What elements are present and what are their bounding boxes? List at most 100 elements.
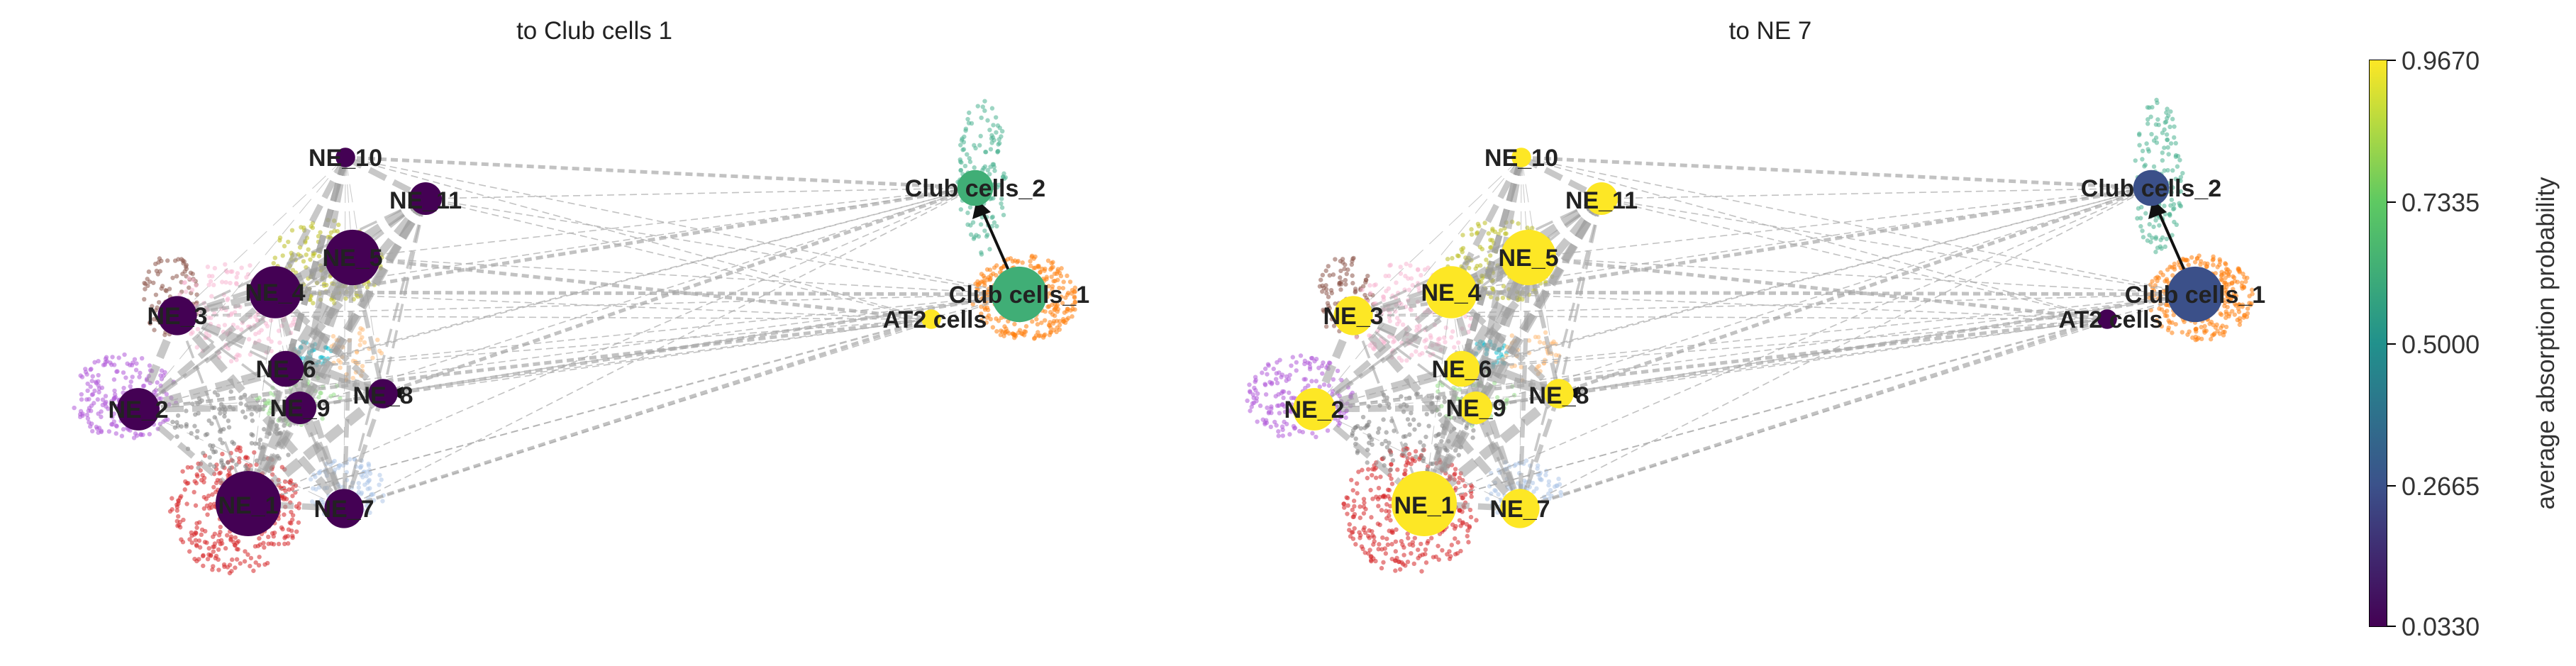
cell-point (268, 318, 274, 323)
cell-point (1419, 453, 1424, 459)
cell-point (2168, 141, 2174, 146)
cell-point (1309, 355, 1315, 361)
edge (243, 255, 357, 506)
cell-point (85, 381, 90, 387)
cell-point (1262, 366, 1268, 372)
cell-point (1384, 430, 1389, 435)
cell-point (239, 327, 244, 332)
cell-point (1399, 538, 1404, 544)
cell-point (228, 359, 234, 364)
cell-point (1272, 419, 1277, 425)
cell-point (282, 541, 287, 547)
cell-point (210, 274, 215, 279)
cell-point (106, 429, 112, 434)
cell-point (1287, 390, 1292, 395)
cell-point (199, 532, 204, 538)
cell-point (1362, 292, 1367, 298)
cell-point (1360, 467, 1365, 472)
cell-point (1373, 475, 1379, 480)
cell-point (979, 318, 984, 323)
cell-point (328, 230, 334, 235)
cell-point (2155, 245, 2160, 250)
cell-point (1367, 343, 1372, 348)
cell-point (2197, 253, 2202, 258)
cell-point (1265, 362, 1271, 367)
cell-point (142, 280, 147, 286)
cell-point (2172, 124, 2177, 129)
cell-point (1553, 353, 1559, 357)
cell-point (1341, 501, 1346, 506)
cell-point (308, 257, 313, 262)
cell-point (228, 465, 233, 471)
cell-point (1379, 547, 1384, 552)
cell-point (271, 542, 277, 547)
cell-point (975, 104, 980, 109)
cell-point (979, 115, 984, 121)
cell-point (1035, 322, 1040, 327)
cell-point (213, 449, 218, 455)
cell-point (257, 437, 263, 443)
cell-point (2146, 149, 2152, 154)
cell-point (170, 507, 174, 512)
cell-point (101, 362, 106, 367)
colorbar-tick (2387, 343, 2396, 345)
cell-point (1306, 383, 1311, 388)
cell-point (366, 461, 371, 467)
cell-point (1282, 404, 1287, 409)
cell-point (234, 274, 239, 280)
cell-point (316, 394, 321, 400)
cell-point (1423, 560, 1429, 565)
node-label: NE_2 (108, 396, 168, 423)
cell-point (277, 340, 282, 345)
cell-point (1319, 363, 1325, 369)
cell-point (1258, 403, 1263, 409)
cell-point (1500, 295, 1506, 301)
cell-point (318, 390, 323, 396)
cell-point (337, 462, 343, 468)
cell-point (218, 529, 223, 535)
cell-point (230, 269, 235, 274)
cell-point (1558, 489, 1563, 495)
cell-point (133, 367, 139, 372)
cell-point (377, 472, 382, 478)
cell-point (1355, 491, 1360, 496)
cell-point (1406, 451, 1412, 457)
cell-point (248, 555, 254, 561)
cell-point (1046, 284, 1051, 289)
cell-point (96, 383, 101, 388)
cell-point (2165, 137, 2170, 143)
cell-point (331, 333, 336, 339)
cell-point (987, 127, 992, 133)
cell-point (1436, 543, 1440, 548)
node-label: Club cells_1 (949, 282, 1089, 309)
cell-point (1314, 379, 1319, 384)
cell-point (1320, 289, 1325, 294)
cell-point (360, 363, 365, 369)
cell-point (1340, 257, 1345, 262)
cell-point (2192, 260, 2198, 265)
cell-point (213, 553, 219, 559)
cell-point (318, 230, 323, 235)
cell-point (958, 143, 963, 148)
cell-point (1487, 484, 1492, 489)
cell-point (2143, 211, 2148, 216)
edge (343, 187, 976, 509)
cell-point (1061, 319, 1066, 324)
cell-point (1342, 266, 1347, 272)
cell-point (221, 562, 227, 567)
cell-point (1012, 321, 1017, 327)
cell-point (1443, 340, 1448, 345)
cell-point (265, 560, 270, 566)
cluster-node (368, 379, 398, 409)
cell-point (1362, 530, 1368, 535)
cell-point (369, 492, 374, 497)
cell-point (1020, 260, 1025, 265)
cell-point (1412, 535, 1418, 540)
cell-point (1369, 515, 1374, 520)
cell-point (1471, 428, 1476, 433)
cell-point (1053, 301, 1057, 306)
cell-point (85, 416, 91, 421)
cell-point (1362, 525, 1367, 531)
cell-point (2242, 274, 2247, 280)
cell-point (1338, 414, 1343, 419)
